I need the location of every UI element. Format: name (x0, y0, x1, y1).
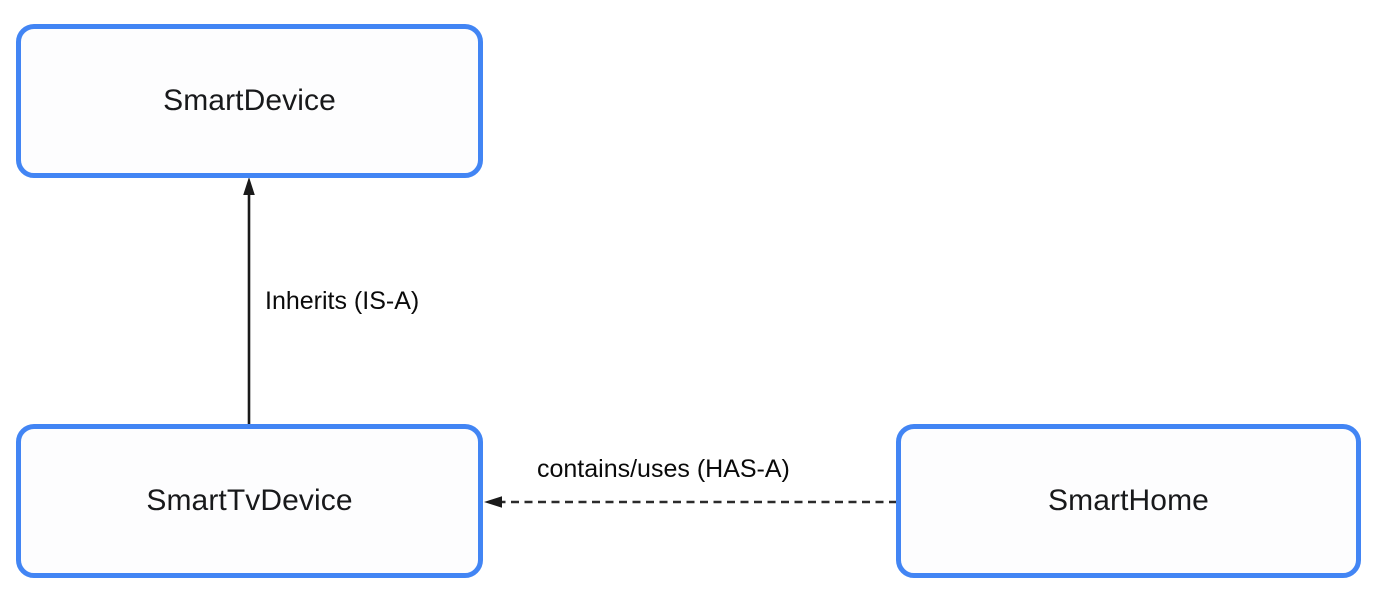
edge-label-inherits: Inherits (IS-A) (265, 287, 420, 315)
class-box-smartdevice[interactable]: SmartDevice (16, 24, 483, 178)
edge-contains-arrowhead-icon (484, 496, 502, 508)
class-name-smarthome: SmartHome (1048, 484, 1209, 517)
edge-inherits-arrowhead-icon (243, 177, 255, 195)
edge-label-contains: contains/uses (HAS-A) (537, 455, 790, 483)
class-name-smarttvdevice: SmartTvDevice (146, 484, 353, 517)
edge-inherits (243, 177, 255, 424)
class-box-smarttvdevice[interactable]: SmartTvDevice (16, 424, 483, 578)
class-box-smarthome[interactable]: SmartHome (896, 424, 1361, 578)
edge-contains (484, 496, 897, 508)
class-name-smartdevice: SmartDevice (163, 84, 336, 117)
